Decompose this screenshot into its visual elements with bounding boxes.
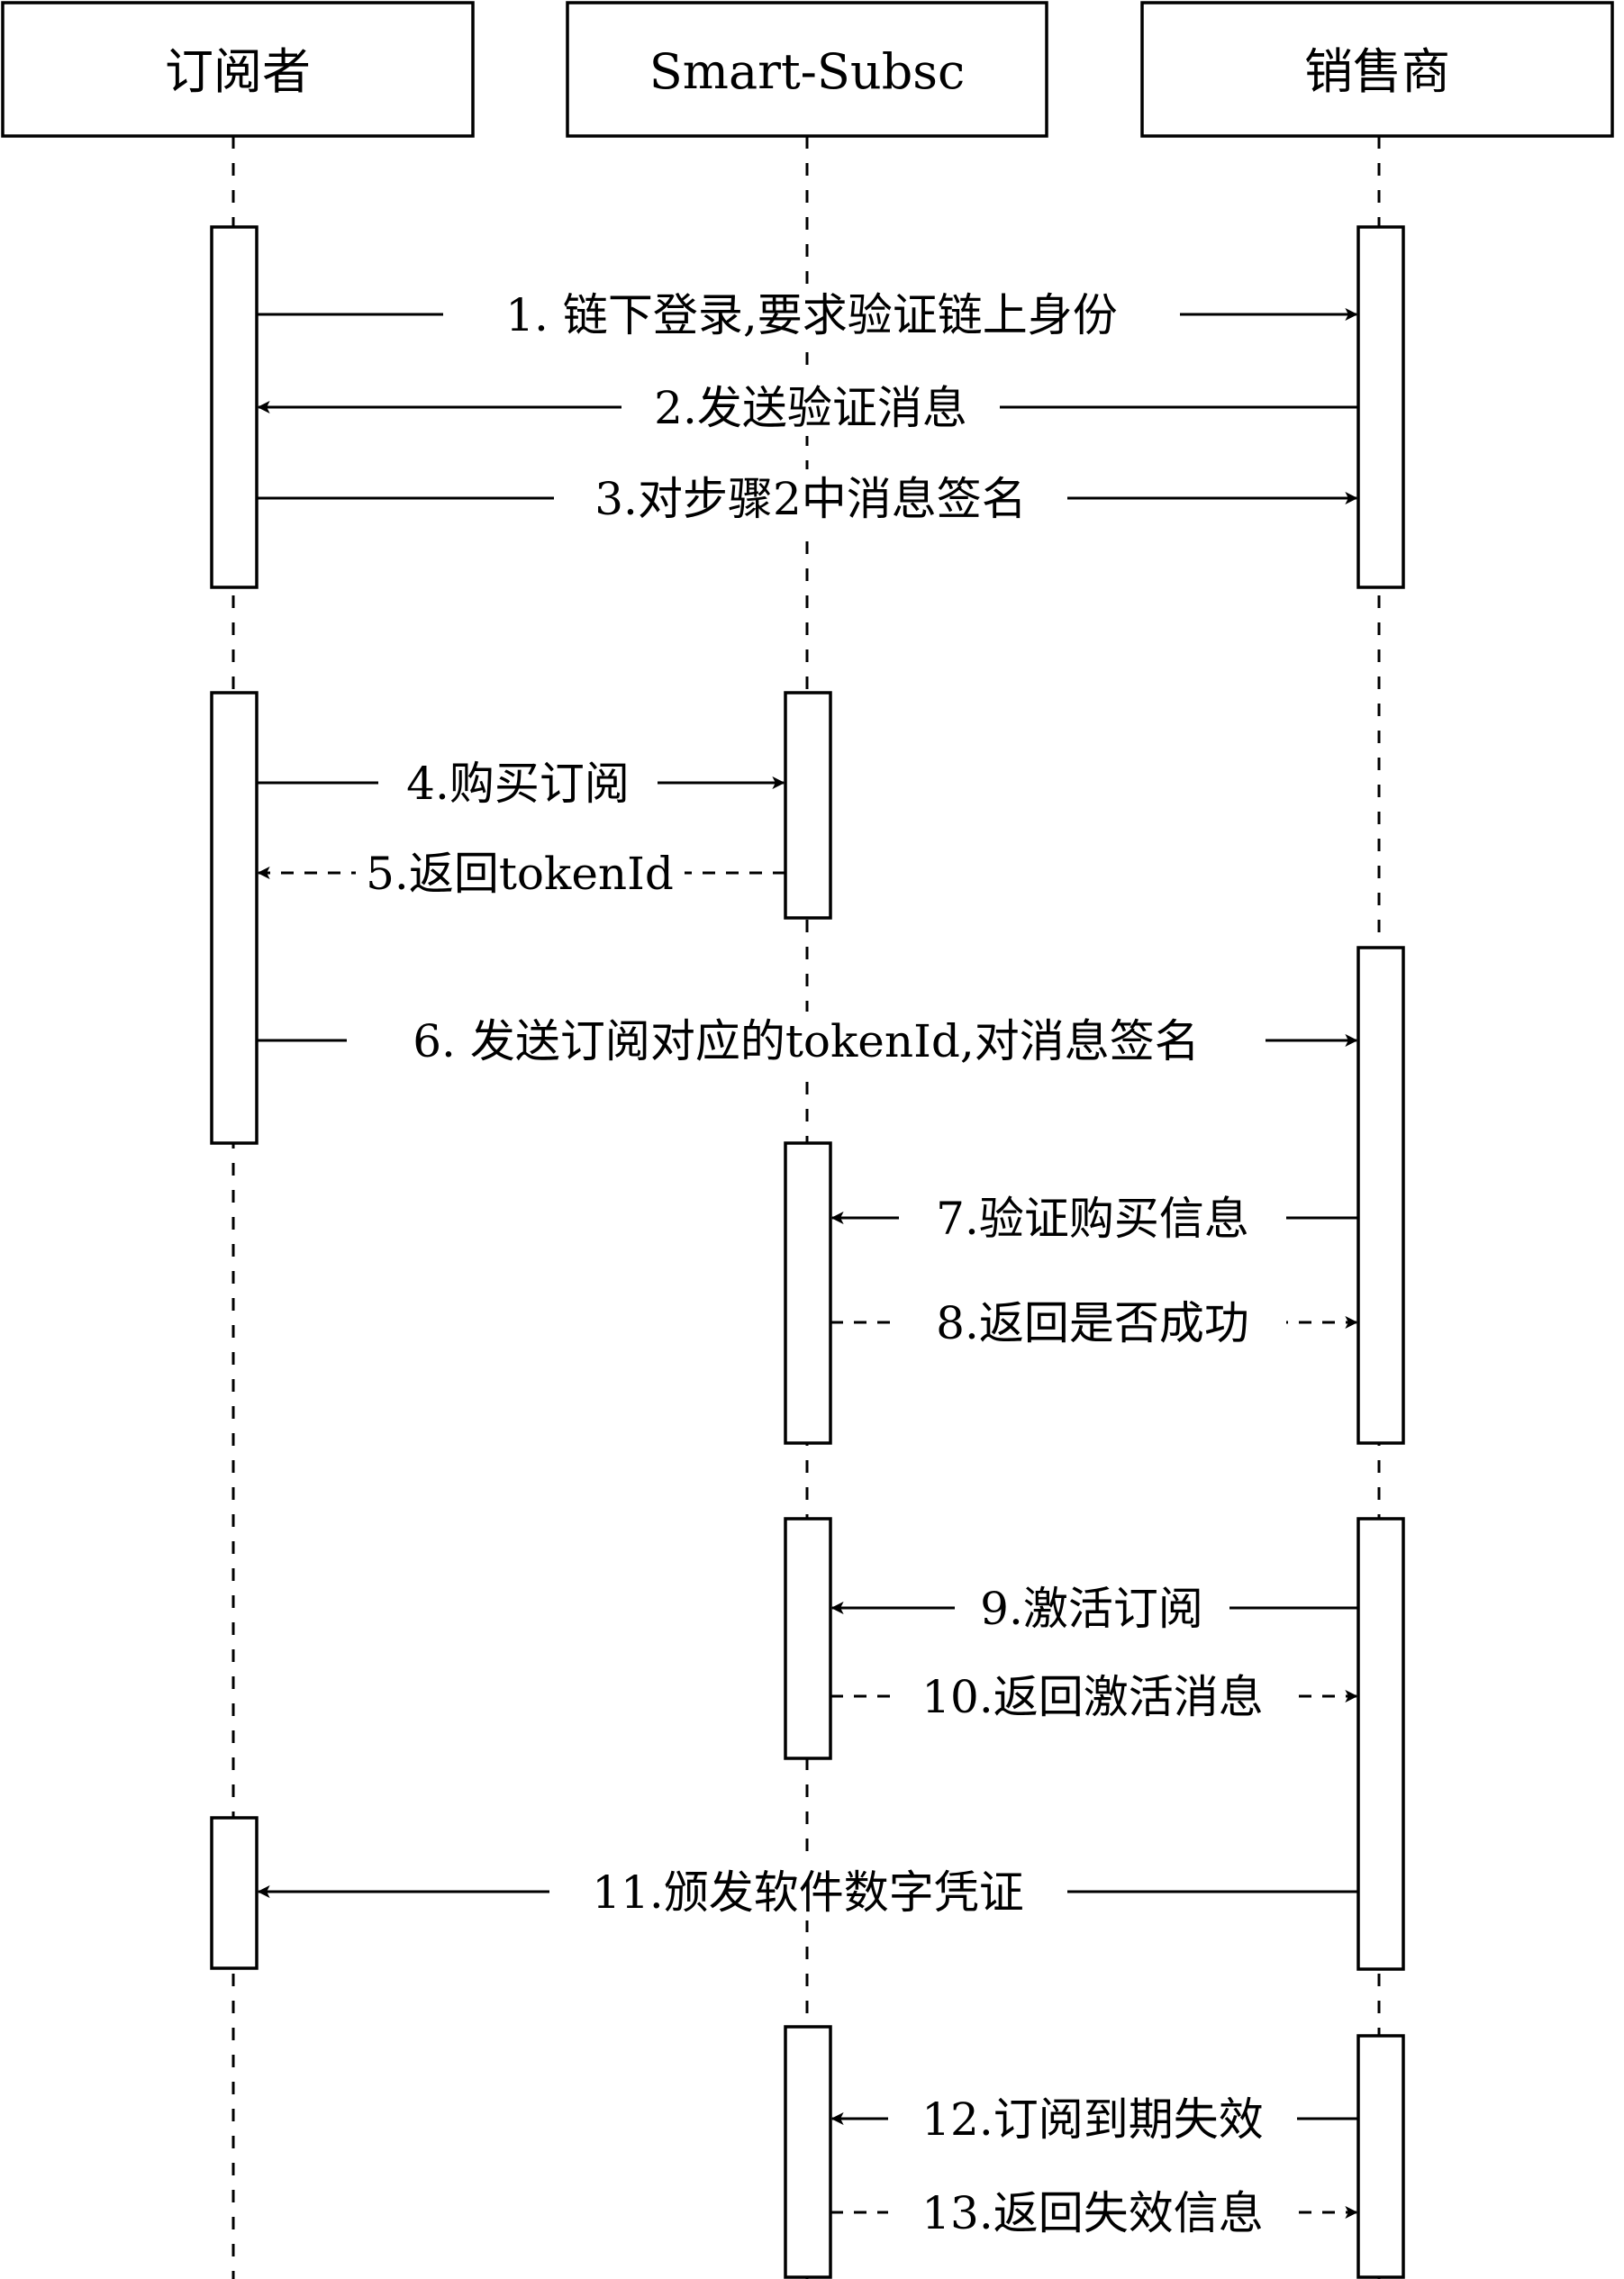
message-2: 2.发送验证消息 [257, 378, 1358, 436]
participant-label-vendor: 销售商 [1304, 43, 1450, 100]
message-label-8: 8.返回是否成功 [936, 1297, 1249, 1349]
activation-smart-subsc-2 [784, 1141, 832, 1445]
message-9: 9.激活订阅 [830, 1579, 1358, 1637]
message-13: 13.返回失效信息 [830, 2184, 1358, 2241]
participant-box-smart-subsc [566, 1, 1048, 138]
message-label-2: 2.发送验证消息 [654, 382, 967, 434]
message-label-13: 13.返回失效信息 [921, 2187, 1264, 2239]
message-label-12: 12.订阅到期失效 [921, 2093, 1264, 2146]
message-1: 1. 链下登录,要求验证链上身份 [257, 286, 1358, 343]
activation-smart-subsc-4 [784, 2025, 832, 2279]
participant-label-smart-subsc: Smart-Subsc [649, 43, 965, 100]
message-label-10: 10.返回激活消息 [921, 1671, 1264, 1723]
activation-smart-subsc-3 [784, 1517, 832, 1760]
activation-subscriber-1 [210, 225, 259, 589]
message-8: 8.返回是否成功 [830, 1294, 1358, 1351]
activation-vendor-2 [1356, 946, 1405, 1445]
message-6: 6. 发送订阅对应的tokenId,对消息签名 [257, 1012, 1358, 1069]
participant-box-vendor [1140, 1, 1614, 138]
message-label-4: 4.购买订阅 [406, 758, 630, 810]
message-7: 7.验证购买信息 [830, 1189, 1358, 1247]
message-4: 4.购买订阅 [257, 754, 785, 812]
message-12: 12.订阅到期失效 [830, 2090, 1358, 2147]
participant-box-subscriber [1, 1, 475, 138]
activation-subscriber-2 [210, 691, 259, 1145]
activation-vendor-1 [1356, 225, 1405, 589]
message-5: 5.返回tokenId [257, 844, 785, 902]
message-label-9: 9.激活订阅 [980, 1583, 1203, 1635]
activation-vendor-3 [1356, 1517, 1405, 1971]
message-label-6: 6. 发送订阅对应的tokenId,对消息签名 [413, 1015, 1200, 1067]
message-label-3: 3.对步骤2中消息签名 [594, 473, 1027, 525]
message-label-7: 7.验证购买信息 [936, 1193, 1249, 1245]
participant-label-subscriber: 订阅者 [165, 43, 311, 100]
message-label-5: 5.返回tokenId [366, 848, 674, 900]
message-label-1: 1. 链下登录,要求验证链上身份 [505, 289, 1118, 341]
message-11: 11.颁发软件数字凭证 [257, 1863, 1358, 1920]
activation-subscriber-3 [210, 1816, 259, 1970]
message-10: 10.返回激活消息 [830, 1667, 1358, 1725]
activation-smart-subsc-1 [784, 691, 832, 920]
message-label-11: 11.颁发软件数字凭证 [592, 1866, 1024, 1919]
message-3: 3.对步骤2中消息签名 [257, 469, 1358, 527]
activation-vendor-4 [1356, 2034, 1405, 2279]
